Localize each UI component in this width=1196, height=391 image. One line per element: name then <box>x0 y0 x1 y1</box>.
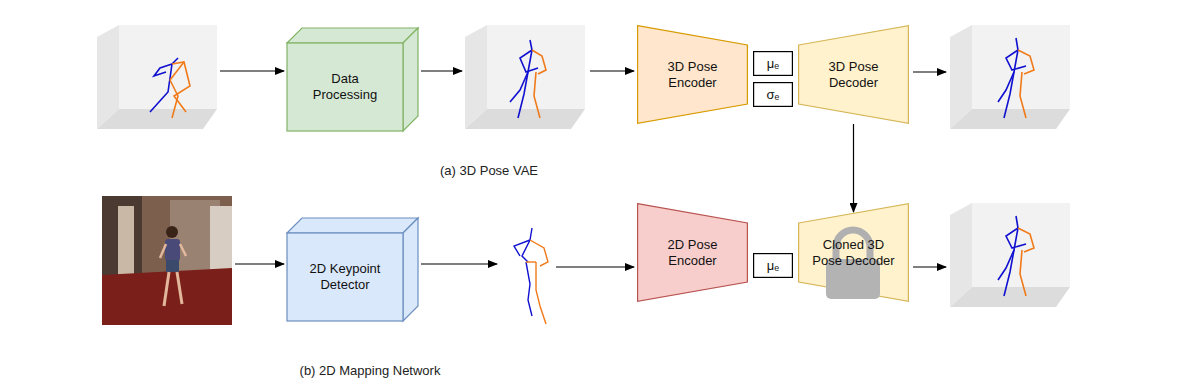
node-label: Cloned 3D Pose Decoder <box>811 237 897 269</box>
decoder-block: Cloned 3D Pose Decoder <box>798 203 909 302</box>
detector-box: 2D Keypoint Detector <box>287 218 418 321</box>
skeleton-plot <box>950 203 1070 307</box>
node-label: 2D Keypoint Detector <box>304 261 386 293</box>
process-box: Data Processing <box>287 28 418 131</box>
node-label: σₑ <box>767 87 780 103</box>
node-label: 2D Pose Encoder <box>650 237 736 269</box>
subfigure-caption: (a) 3D Pose VAE <box>440 163 538 178</box>
skeleton-plot <box>465 25 585 129</box>
latent-box: μₑ <box>753 51 793 76</box>
node-label: μₑ <box>767 258 779 274</box>
decoder-block: 3D Pose Decoder <box>798 25 909 124</box>
node-label: 3D Pose Encoder <box>650 59 736 91</box>
node-label: 3D Pose Decoder <box>811 59 897 91</box>
subfigure-caption: (b) 2D Mapping Network <box>300 363 441 378</box>
latent-box: μₑ <box>753 253 793 278</box>
encoder-block: 2D Pose Encoder <box>637 203 748 302</box>
skeleton-plot <box>950 25 1070 129</box>
node-label: μₑ <box>767 56 779 72</box>
encoder-block: 3D Pose Encoder <box>637 25 748 124</box>
connector-arrow <box>853 124 854 212</box>
skeleton-plot <box>97 25 217 129</box>
latent-box: σₑ <box>753 82 793 107</box>
node-label: Data Processing <box>304 71 386 103</box>
input-photo <box>102 196 232 325</box>
skeleton-2d <box>514 228 548 324</box>
